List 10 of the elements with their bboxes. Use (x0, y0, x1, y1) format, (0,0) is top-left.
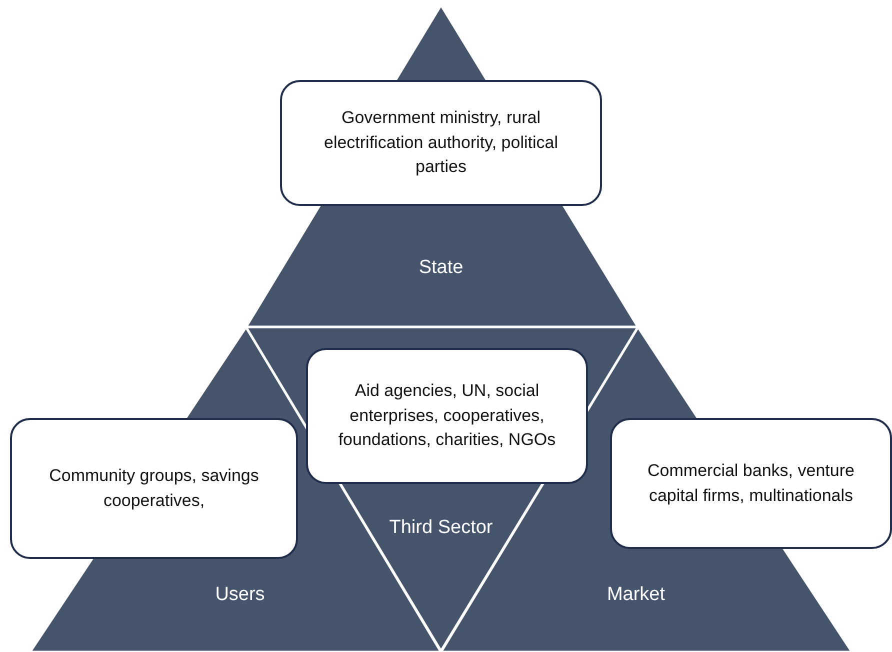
rounded-box (610, 418, 892, 549)
segment-label: Third Sector (389, 517, 493, 539)
box-text: Government ministry, rural electrification authority, political parties (322, 107, 559, 178)
segment-label: Users (215, 584, 265, 606)
box-text: Commercial banks, venture capital firms, multinationals (646, 460, 856, 506)
rounded-box (10, 418, 298, 559)
box-text: Community groups, savings cooperatives, (48, 464, 260, 512)
segment-label: State (418, 257, 464, 279)
box-text: Aid agencies, UN, social enterprises, cooperatives, foundations, charities, NGOs (337, 380, 557, 452)
segment-label: Market (606, 584, 666, 606)
